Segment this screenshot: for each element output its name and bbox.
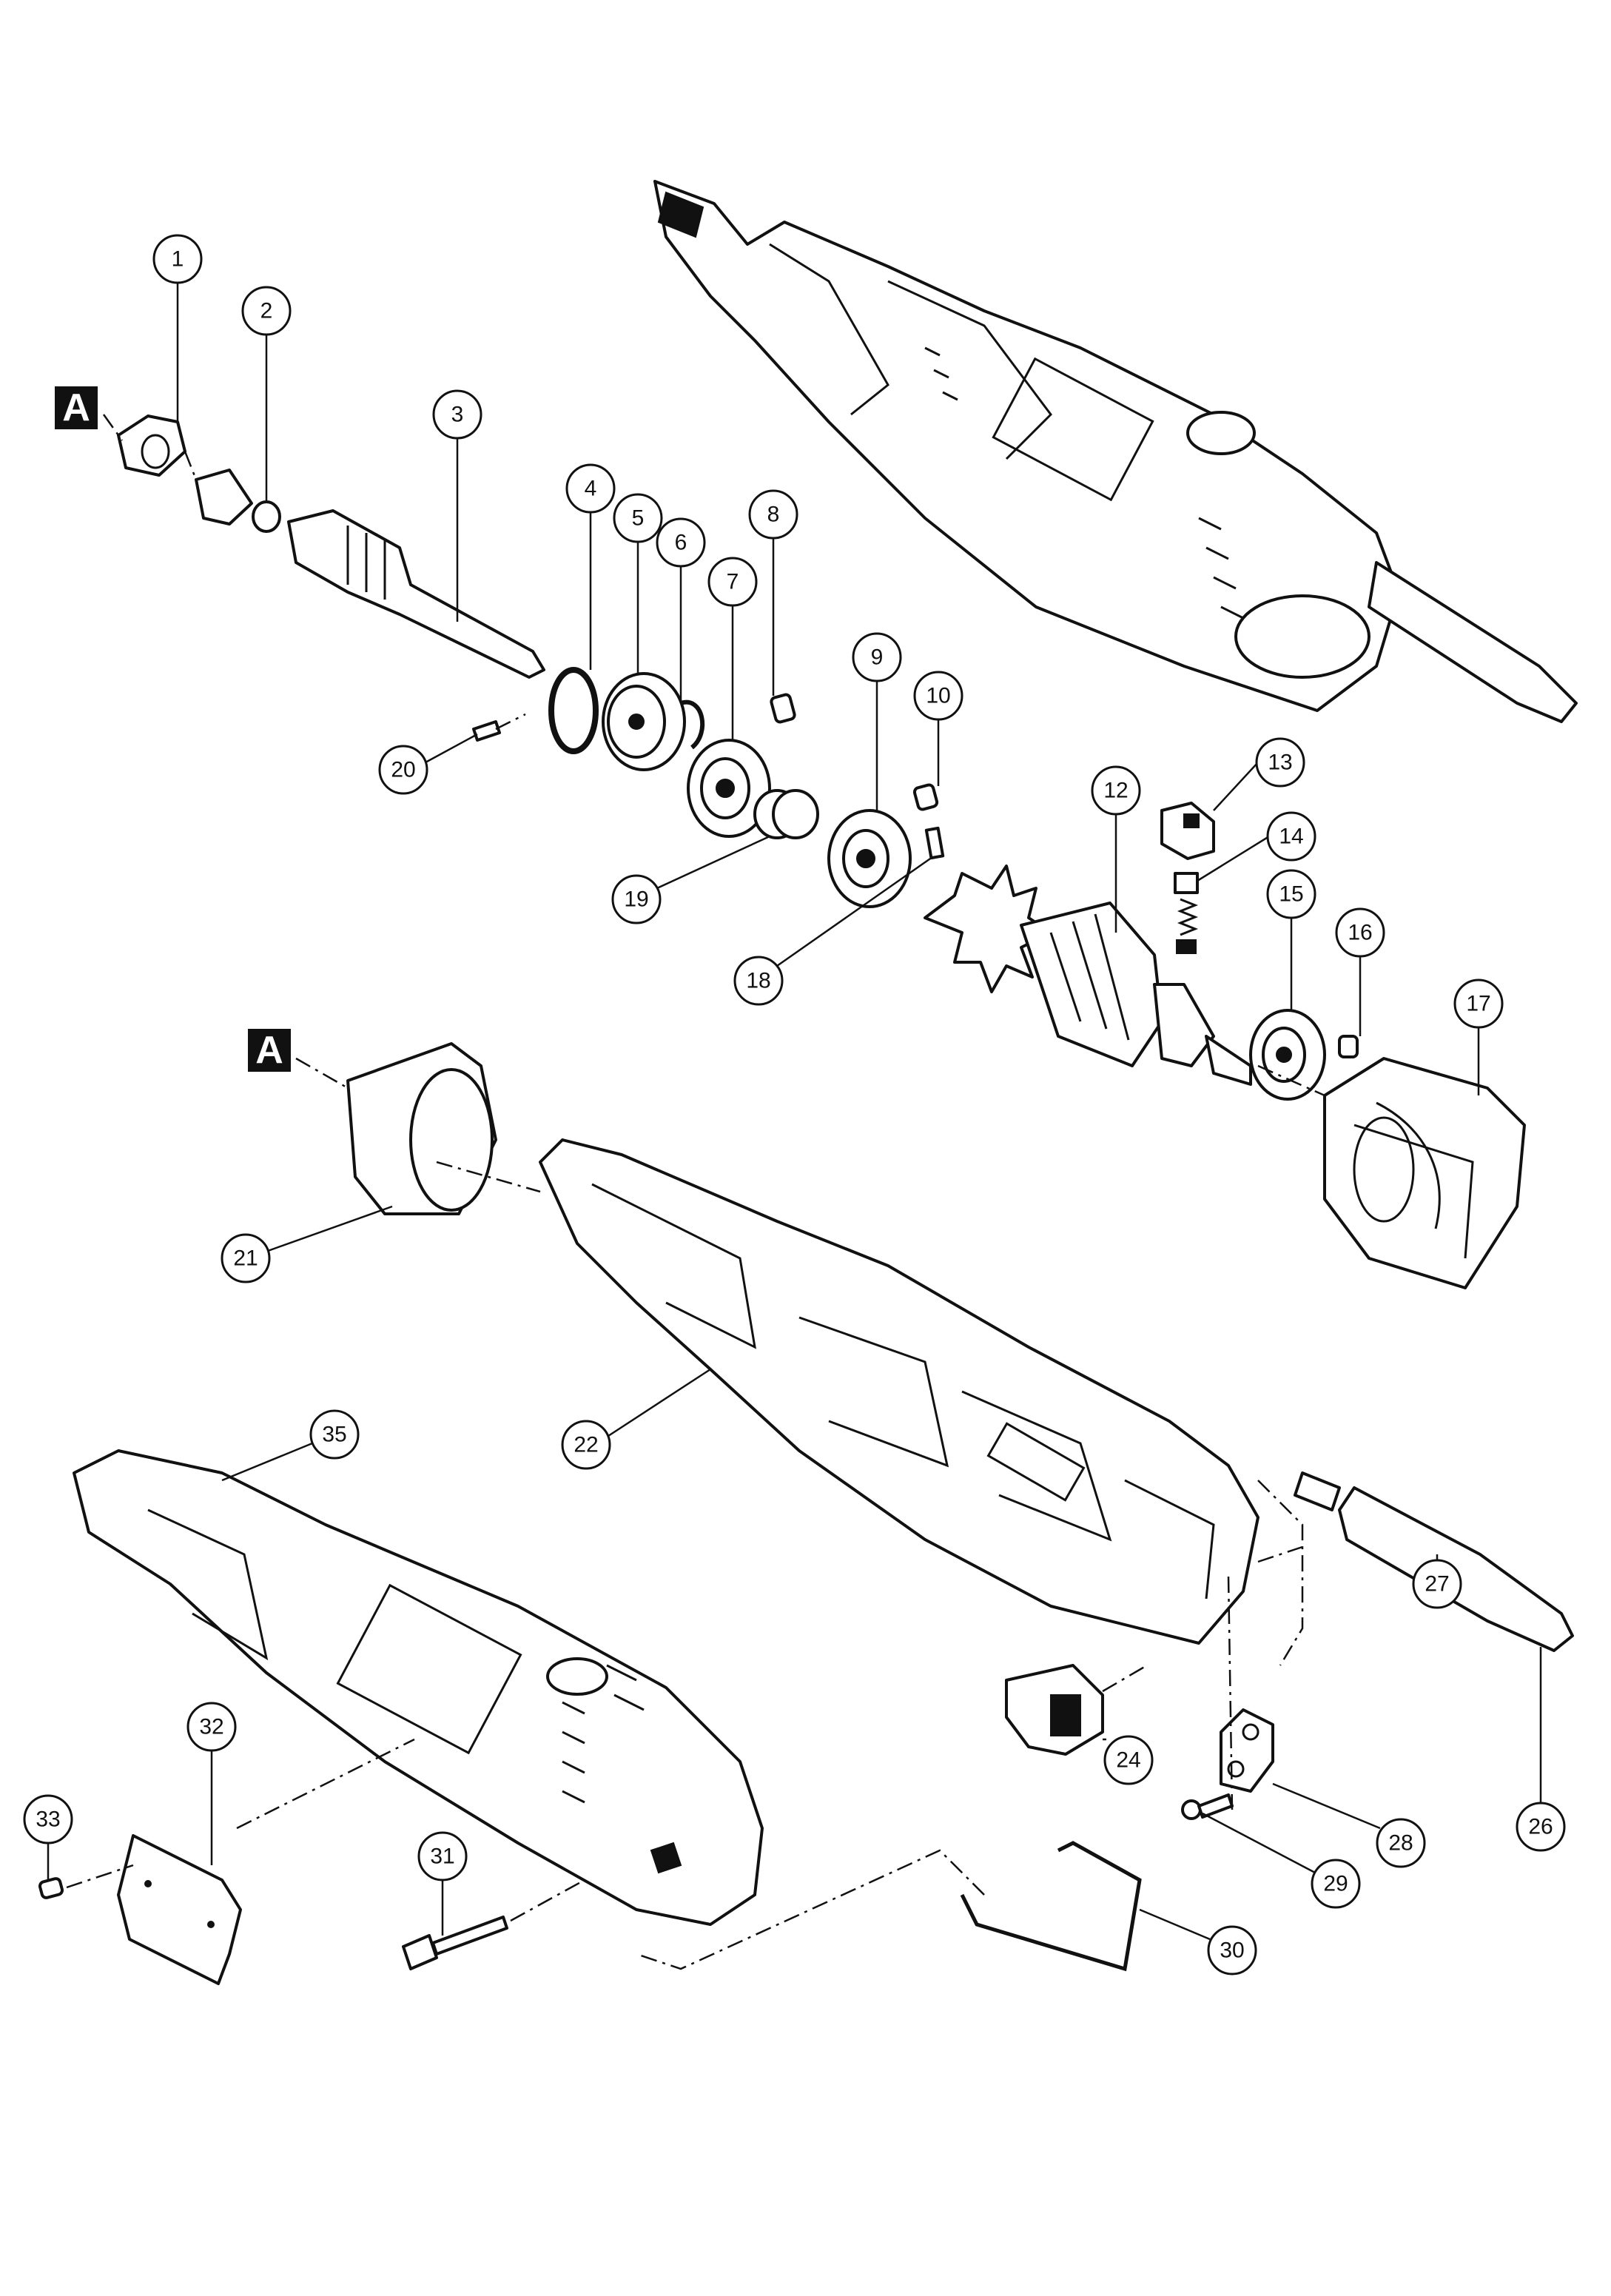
callout-9: 9 (852, 632, 902, 682)
callout-19: 19 (611, 874, 662, 924)
ref-mark-a-top: A (55, 386, 98, 429)
callout-12: 12 (1091, 765, 1141, 816)
svg-text:29: 29 (1323, 1872, 1348, 1896)
key-18 (924, 826, 945, 860)
spindle (287, 509, 545, 679)
svg-text:5: 5 (632, 506, 645, 531)
svg-text:1: 1 (172, 247, 184, 272)
bearing-7 (687, 739, 771, 838)
collet-nut (117, 414, 186, 477)
cord-clip (1220, 1708, 1274, 1793)
callout-18: 18 (733, 956, 784, 1006)
callout-32: 32 (186, 1702, 237, 1752)
field (1323, 1057, 1526, 1289)
callout-2: 2 (241, 286, 292, 336)
callout-3: 3 (432, 389, 482, 440)
svg-text:8: 8 (767, 503, 780, 527)
bearing-15 (1249, 1009, 1326, 1101)
svg-text:30: 30 (1220, 1938, 1244, 1963)
sleeve-19 (753, 789, 819, 839)
callout-10: 10 (913, 671, 963, 721)
svg-text:12: 12 (1103, 779, 1128, 803)
svg-text:16: 16 (1348, 921, 1372, 945)
housing-cover (73, 1449, 764, 1926)
svg-text:20: 20 (391, 758, 415, 782)
svg-text:17: 17 (1466, 992, 1490, 1016)
svg-text:A: A (62, 386, 90, 429)
switch (1005, 1664, 1104, 1756)
svg-text:22: 22 (574, 1433, 598, 1457)
bearing-5 (602, 672, 686, 771)
callout-31: 31 (417, 1831, 468, 1882)
armature (924, 865, 1252, 1086)
callout-17: 17 (1453, 979, 1504, 1029)
ref-mark-a-bottom: A (248, 1029, 291, 1072)
name-plate (117, 1834, 242, 1985)
callout-33: 33 (23, 1794, 73, 1844)
pin-20 (472, 720, 501, 742)
callout-28: 28 (1376, 1818, 1426, 1868)
callout-21: 21 (221, 1233, 271, 1283)
bearing-9 (827, 809, 912, 908)
pin-33 (38, 1877, 64, 1899)
svg-text:27: 27 (1425, 1572, 1449, 1597)
o-ring (548, 667, 599, 754)
callout-29: 29 (1311, 1859, 1361, 1909)
spacer-10 (912, 783, 939, 811)
svg-text:14: 14 (1279, 825, 1303, 849)
hanger (960, 1841, 1142, 1972)
callout-16: 16 (1335, 907, 1385, 958)
svg-text:33: 33 (36, 1807, 60, 1832)
callout-26: 26 (1516, 1802, 1566, 1852)
svg-text:2: 2 (260, 299, 273, 323)
callouts: 1 2 3 4 5 6 (23, 234, 1566, 1976)
svg-text:3: 3 (451, 403, 464, 427)
tail-cover (346, 1042, 497, 1215)
callout-24: 24 (1103, 1735, 1154, 1785)
svg-text:9: 9 (871, 645, 884, 670)
spacer-8 (770, 693, 796, 724)
svg-text:35: 35 (322, 1423, 346, 1447)
callout-8: 8 (748, 489, 798, 540)
assembly-lines (66, 414, 1325, 1970)
callout-4: 4 (565, 463, 616, 514)
callout-7: 7 (707, 557, 758, 607)
callout-20: 20 (378, 745, 428, 795)
svg-text:13: 13 (1268, 751, 1292, 775)
callout-5: 5 (613, 493, 663, 543)
svg-text:26: 26 (1528, 1815, 1553, 1839)
housing-set (539, 1138, 1259, 1645)
callout-35: 35 (309, 1409, 360, 1460)
svg-text:18: 18 (746, 969, 770, 993)
callout-22: 22 (561, 1420, 611, 1470)
svg-text:4: 4 (585, 477, 597, 501)
carbon-brush (1174, 872, 1199, 954)
svg-text:15: 15 (1279, 882, 1303, 907)
pin-16 (1338, 1035, 1359, 1058)
brush-holder (1160, 802, 1215, 860)
svg-text:19: 19 (624, 887, 648, 912)
svg-text:24: 24 (1116, 1748, 1140, 1773)
svg-text:7: 7 (727, 570, 739, 594)
screw-31 (402, 1916, 508, 1970)
svg-text:6: 6 (675, 531, 687, 555)
assembled-tool-top-view (653, 180, 1578, 723)
retaining-ring (680, 699, 705, 750)
svg-text:21: 21 (233, 1246, 258, 1271)
callout-6: 6 (656, 517, 706, 568)
callout-1: 1 (152, 234, 203, 284)
callout-27: 27 (1412, 1559, 1462, 1609)
svg-text:10: 10 (926, 684, 950, 708)
svg-text:A: A (255, 1029, 283, 1072)
svg-text:31: 31 (430, 1844, 454, 1869)
callout-14: 14 (1266, 811, 1316, 862)
callout-13: 13 (1255, 737, 1305, 788)
callout-30: 30 (1207, 1925, 1257, 1976)
svg-text:28: 28 (1388, 1831, 1413, 1856)
callout-15: 15 (1266, 869, 1316, 919)
svg-text:32: 32 (199, 1715, 223, 1739)
